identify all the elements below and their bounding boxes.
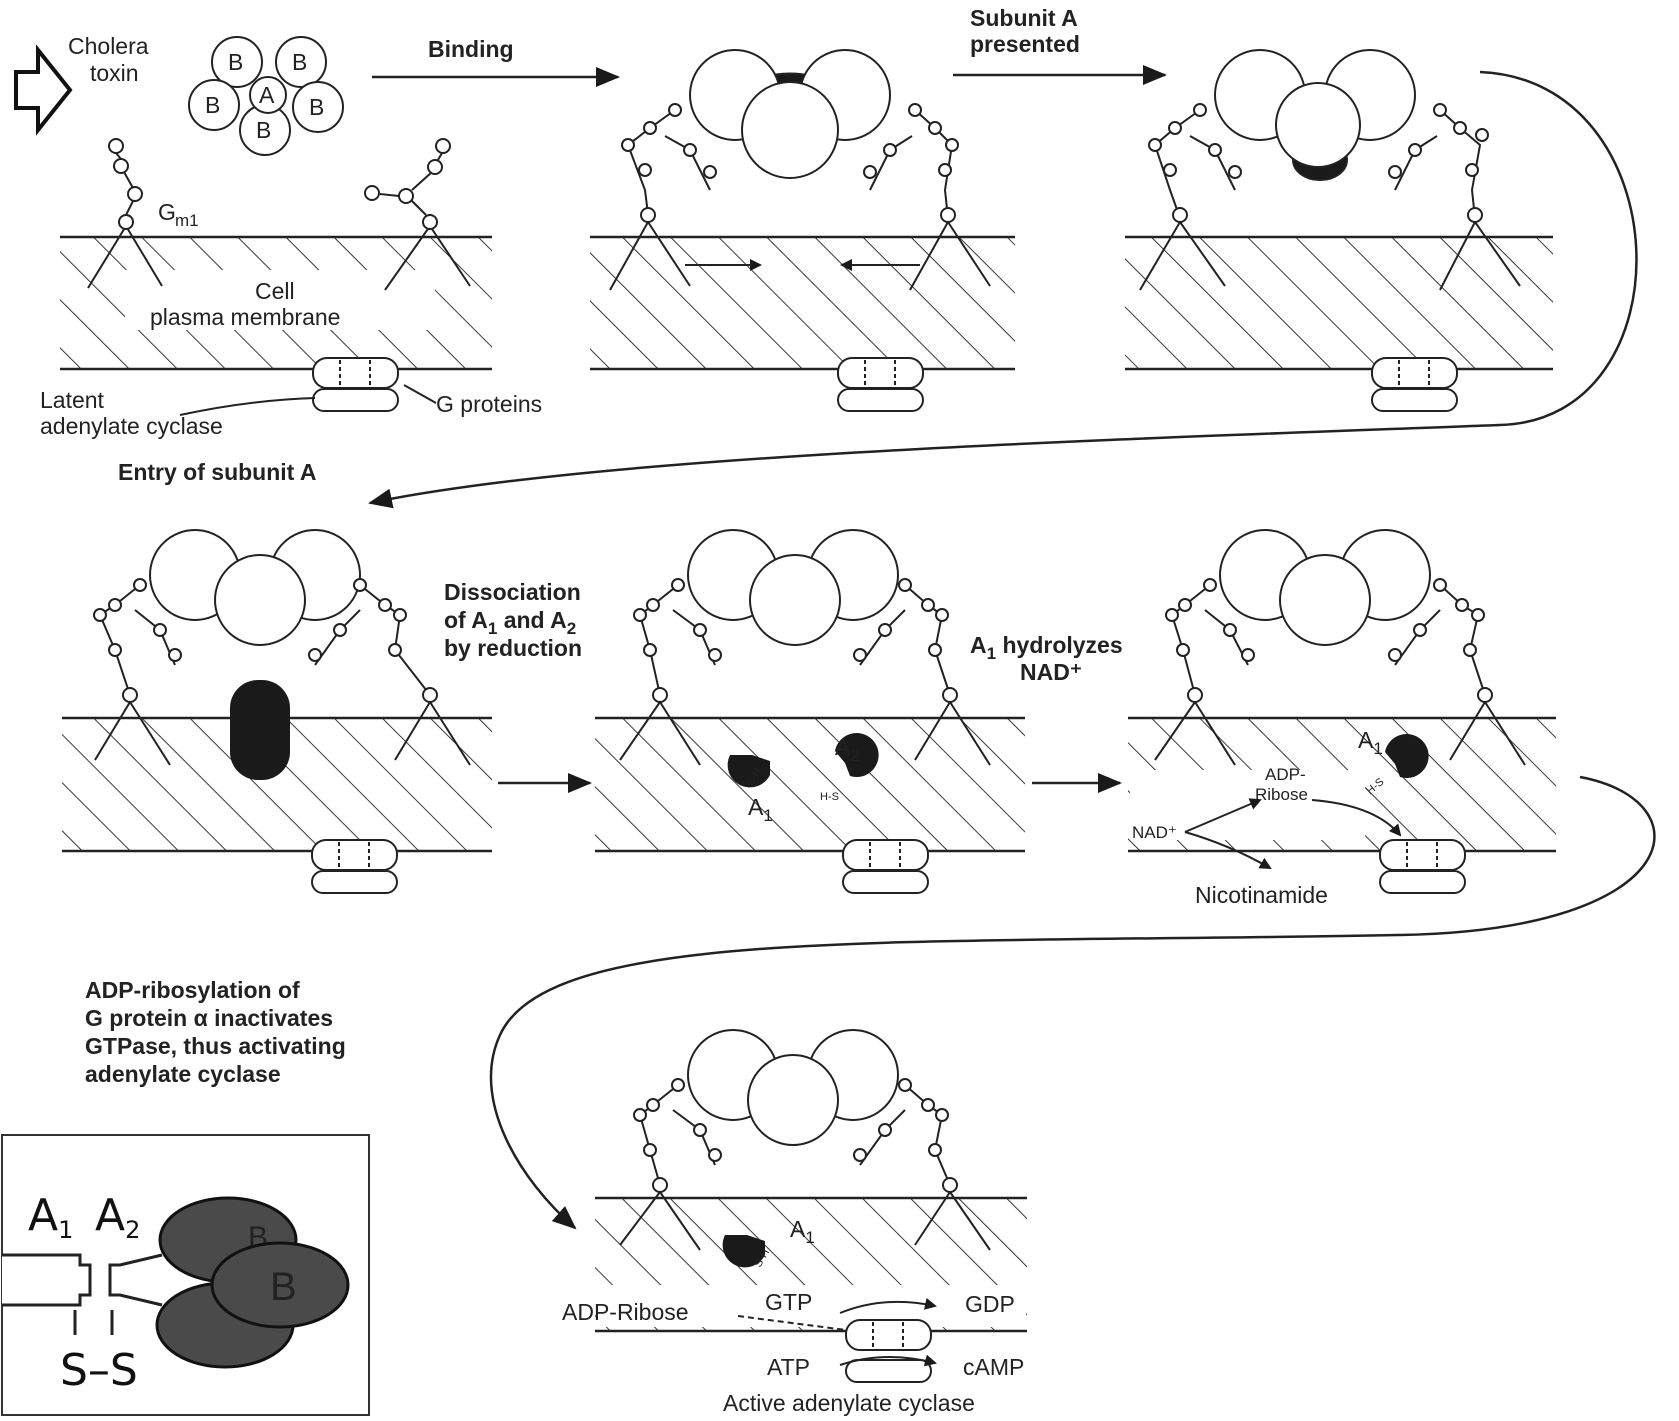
entry-label: Entry of subunit A bbox=[118, 459, 316, 485]
adenylate-cyclase bbox=[312, 357, 399, 412]
adenylate-cyclase bbox=[837, 357, 924, 412]
activation-curve-arrow bbox=[489, 775, 1656, 1230]
subunit-a-presented-label: Subunit A bbox=[970, 5, 1078, 31]
inset-a2-label: A2 bbox=[95, 1190, 140, 1244]
adp-ribosylation-label: G protein α inactivates bbox=[85, 1005, 333, 1031]
gm1-receptor bbox=[87, 138, 163, 289]
g-proteins-label: G proteins bbox=[436, 391, 542, 417]
hydrolyzes-label: NAD⁺ bbox=[1020, 659, 1082, 685]
cholera-toxin-label: Cholera bbox=[68, 33, 149, 59]
subunit-b-label: B bbox=[228, 49, 243, 75]
adenylate-cyclase bbox=[842, 839, 929, 894]
gtp-label: GTP bbox=[765, 1289, 812, 1315]
inset-a1-label: A1 bbox=[28, 1190, 73, 1244]
a2-label: A2 bbox=[835, 734, 860, 765]
latent-label: adenylate cyclase bbox=[40, 413, 223, 439]
adenylate-cyclase bbox=[311, 839, 398, 894]
toxin-cluster: B B B B B A bbox=[188, 36, 344, 156]
a2-subunit bbox=[835, 733, 879, 778]
panel-2-bound bbox=[590, 49, 1015, 412]
cell-label: Cell bbox=[255, 278, 295, 304]
hs-label: H-S bbox=[820, 791, 839, 803]
nad-label: NAD⁺ bbox=[1132, 823, 1177, 842]
gm1-label-sub: m1 bbox=[175, 211, 199, 230]
atp-label: ATP bbox=[767, 1354, 810, 1380]
adenylate-cyclase bbox=[1371, 357, 1458, 412]
gm1-receptor bbox=[364, 138, 471, 291]
a1-subunit bbox=[722, 1235, 765, 1268]
a1-label: A1 bbox=[748, 794, 773, 825]
camp-label: cAMP bbox=[963, 1354, 1024, 1380]
subunit-a-label: A bbox=[259, 82, 275, 108]
binding-label: Binding bbox=[428, 36, 514, 62]
adp-ribosylation-label: adenylate cyclase bbox=[85, 1061, 281, 1087]
inset-b-label: B bbox=[270, 1265, 297, 1309]
adenylate-cyclase bbox=[1379, 839, 1466, 894]
adp-ribosylation-label: ADP-ribosylation of bbox=[85, 977, 300, 1003]
gm1-label: G bbox=[158, 199, 176, 225]
subunit-b-label: B bbox=[292, 49, 307, 75]
a1-subunit bbox=[1385, 734, 1429, 779]
panel-3-presented bbox=[1125, 49, 1553, 412]
adp-ribosylation-label: GTPase, thus activating bbox=[85, 1033, 346, 1059]
adenylate-cyclase-active bbox=[845, 1319, 932, 1383]
subunit-b-label: B bbox=[309, 94, 324, 120]
a1-label: A1 bbox=[790, 1216, 815, 1247]
subunit-a-presented-label: presented bbox=[970, 31, 1080, 57]
dissociation-label: by reduction bbox=[444, 635, 582, 661]
subunit-inset: A1 A2 B B S–S bbox=[1, 1134, 370, 1416]
panel-5-dissociation: S-H A1 H-S A2 bbox=[595, 529, 1025, 894]
cholera-toxin-label: toxin bbox=[90, 60, 139, 86]
entry-curve-arrow bbox=[368, 70, 1638, 509]
active-ac-label: Active adenylate cyclase bbox=[723, 1390, 975, 1416]
gdp-label: GDP bbox=[965, 1291, 1015, 1317]
subunit-b-label: B bbox=[205, 92, 220, 118]
plasma-membrane-label: plasma membrane bbox=[150, 304, 340, 330]
panel-7-active: S-H A1 ADP-Ribose GTP GDP ATP cAMP Activ… bbox=[562, 1029, 1027, 1416]
subunit-a-dark bbox=[230, 680, 290, 780]
panel-4-entry bbox=[62, 529, 492, 894]
panel-6-hydrolysis: H-S A1 ADP- Ribose NAD⁺ Nicotinamide bbox=[1128, 529, 1556, 908]
nicotinamide-label: Nicotinamide bbox=[1195, 882, 1328, 908]
inset-ss-label: S–S bbox=[60, 1345, 138, 1396]
pointer-arrow-icon bbox=[14, 44, 73, 136]
adp-ribose-label: Ribose bbox=[1255, 785, 1308, 804]
panel-1-latent: B B B B B A Cholera toxin Cell plasma me… bbox=[40, 33, 542, 439]
adp-ribose-label: ADP- bbox=[1265, 765, 1306, 784]
subunit-b-label: B bbox=[256, 117, 271, 143]
latent-label: Latent bbox=[40, 387, 105, 413]
a1-label: A1 bbox=[1358, 727, 1383, 758]
dissociation-label: Dissociation bbox=[444, 579, 581, 605]
adp-ribose-label: ADP-Ribose bbox=[562, 1299, 689, 1325]
dissociation-label: of A1 and A2 bbox=[444, 607, 576, 638]
hydrolyzes-label: A1 hydrolyzes bbox=[970, 632, 1123, 663]
a1-subunit bbox=[727, 755, 770, 788]
